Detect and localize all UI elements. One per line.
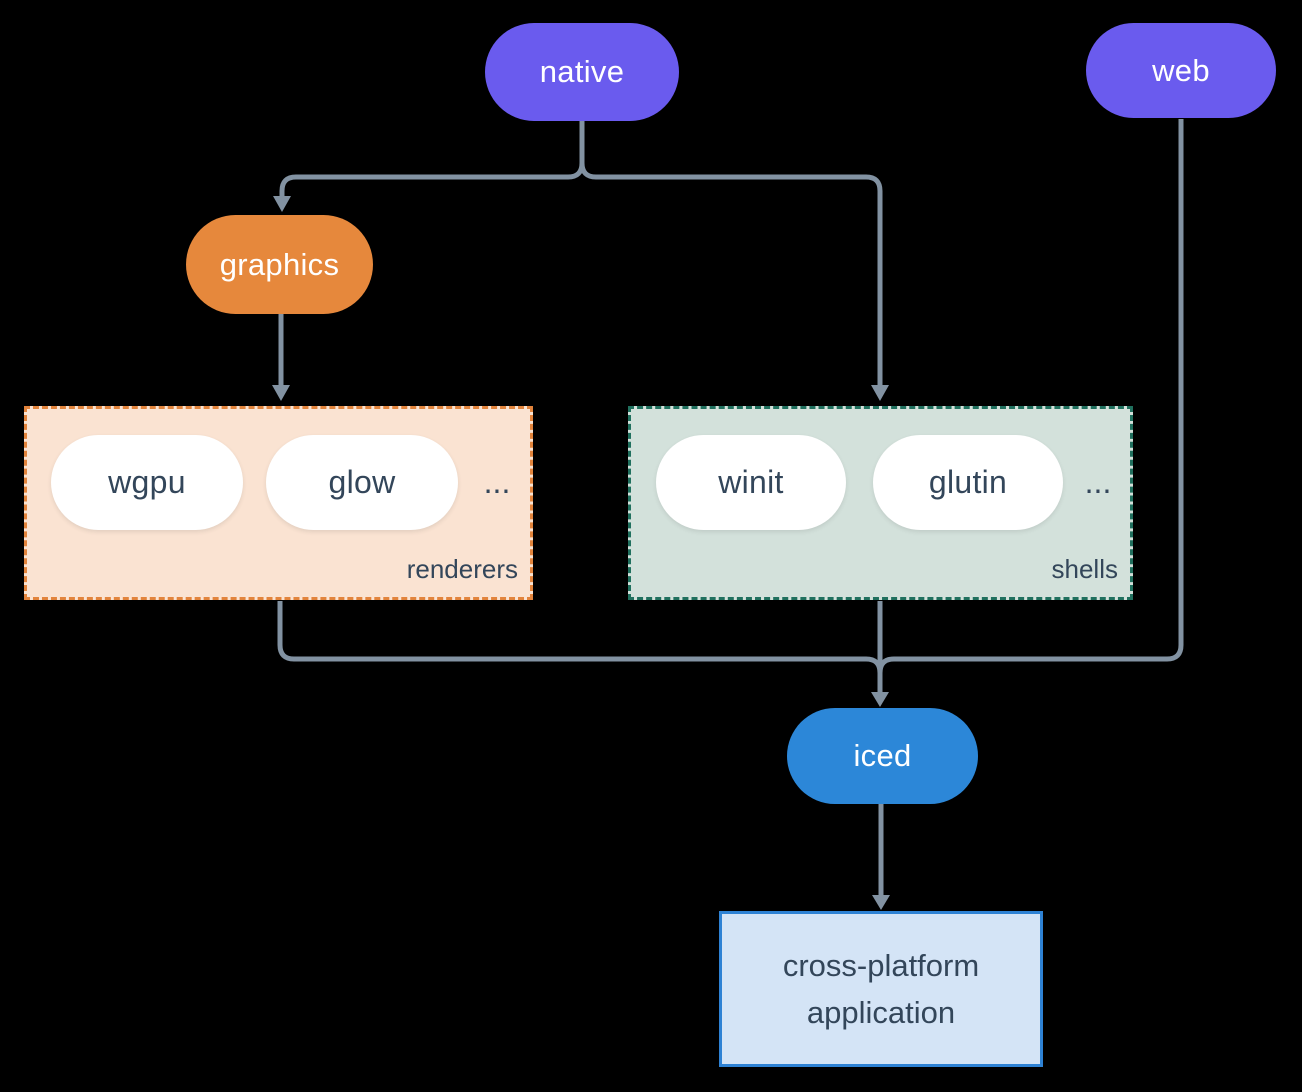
- node-iced: iced: [787, 708, 978, 804]
- arrowhead-renderers: [272, 385, 290, 401]
- node-web: web: [1086, 23, 1276, 118]
- shells-ellipsis: ...: [1084, 464, 1112, 500]
- node-glutin: glutin: [873, 435, 1063, 530]
- renderers-ellipsis: ...: [483, 464, 511, 500]
- connector-renderers-to-iced: [277, 601, 883, 674]
- node-graphics: graphics: [186, 215, 373, 314]
- connector-native-to-shells: [579, 120, 883, 386]
- shells-label: shells: [1051, 554, 1118, 584]
- node-winit: winit: [656, 435, 846, 530]
- node-wgpu: wgpu: [51, 435, 243, 530]
- group-renderers: wgpu glow ... renderers: [24, 406, 533, 600]
- renderers-label: renderers: [406, 554, 518, 584]
- arrowhead-application: [872, 895, 890, 910]
- arrowhead-graphics: [273, 196, 291, 212]
- application-label-line2: application: [806, 995, 956, 1030]
- application-label-line1: cross-platform: [782, 948, 980, 983]
- node-glow: glow: [266, 435, 458, 530]
- connector-native-to-graphics: [279, 120, 585, 197]
- arrowhead-shells: [871, 385, 889, 401]
- node-application: cross-platform application: [719, 911, 1043, 1067]
- group-shells: winit glutin ... shells: [628, 406, 1133, 600]
- node-native: native: [485, 23, 679, 121]
- arrowhead-iced: [871, 692, 889, 707]
